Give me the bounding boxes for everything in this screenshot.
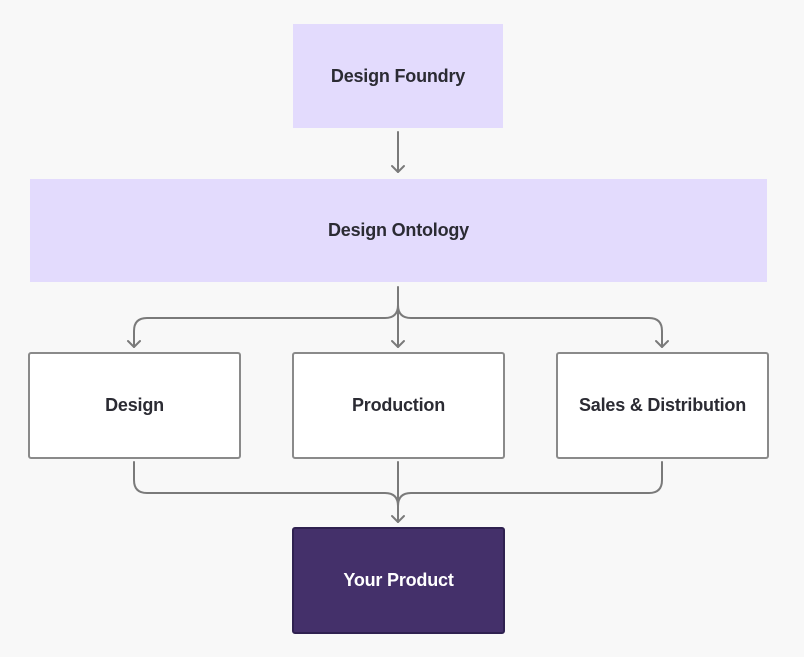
arrowhead-design — [127, 340, 141, 348]
node-label: Production — [352, 395, 445, 415]
node-sales-distribution: Sales & Distribution — [556, 352, 769, 459]
node-label: Design — [105, 395, 164, 415]
arrowhead-ontology — [391, 165, 405, 173]
arrowhead-sales — [655, 340, 669, 348]
node-label: Design Ontology — [327, 220, 469, 240]
node-label: Your Product — [343, 570, 454, 590]
node-design-ontology: Design Ontology — [30, 179, 767, 282]
connector-to-design — [133, 304, 399, 348]
connector-from-sales — [397, 461, 663, 507]
node-production: Production — [292, 352, 505, 459]
node-design-foundry: Design Foundry — [293, 24, 503, 128]
connector-to-sales — [397, 304, 663, 348]
node-label: Design Foundry — [330, 65, 466, 86]
arrowhead-product — [391, 515, 405, 523]
node-label: Sales & Distribution — [578, 395, 747, 415]
arrowhead-production — [391, 340, 405, 348]
node-design: Design — [28, 352, 241, 459]
connector-from-design — [133, 461, 399, 507]
node-your-product: Your Product — [292, 527, 505, 634]
